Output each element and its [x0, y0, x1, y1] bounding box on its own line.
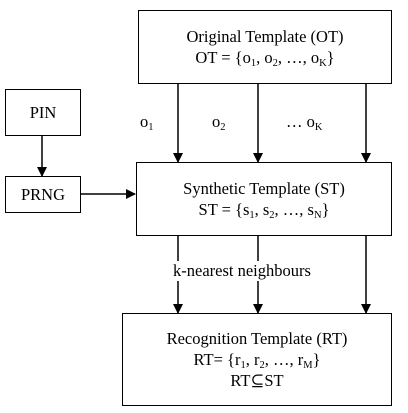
recognition-template-box: Recognition Template (RT) RT= {r1, r2, ……	[122, 313, 392, 406]
original-template-box: Original Template (OT) OT = {o1, o2, …, …	[138, 10, 392, 84]
st-title: Synthetic Template (ST)	[183, 179, 345, 198]
edge-label-knn: k-nearest neighbours	[172, 261, 312, 281]
pin-box: PIN	[5, 89, 81, 136]
prng-box: PRNG	[5, 176, 81, 213]
edge-label-o1: o1	[140, 112, 154, 133]
st-formula: ST = {s1, s2, …, sN}	[198, 200, 330, 221]
rt-formula: RT= {r1, r2, …, rM}	[193, 350, 321, 371]
ot-formula: OT = {o1, o2, …, oK}	[195, 48, 335, 69]
rt-subset: RT⊆ST	[230, 371, 284, 390]
synthetic-template-box: Synthetic Template (ST) ST = {s1, s2, …,…	[136, 162, 392, 236]
prng-label: PRNG	[20, 185, 65, 204]
edge-label-ok: … oK	[286, 112, 323, 133]
ot-title: Original Template (OT)	[186, 27, 344, 46]
rt-title: Recognition Template (RT)	[166, 329, 348, 348]
edge-label-o2: o2	[212, 112, 226, 133]
pin-label: PIN	[29, 103, 57, 122]
